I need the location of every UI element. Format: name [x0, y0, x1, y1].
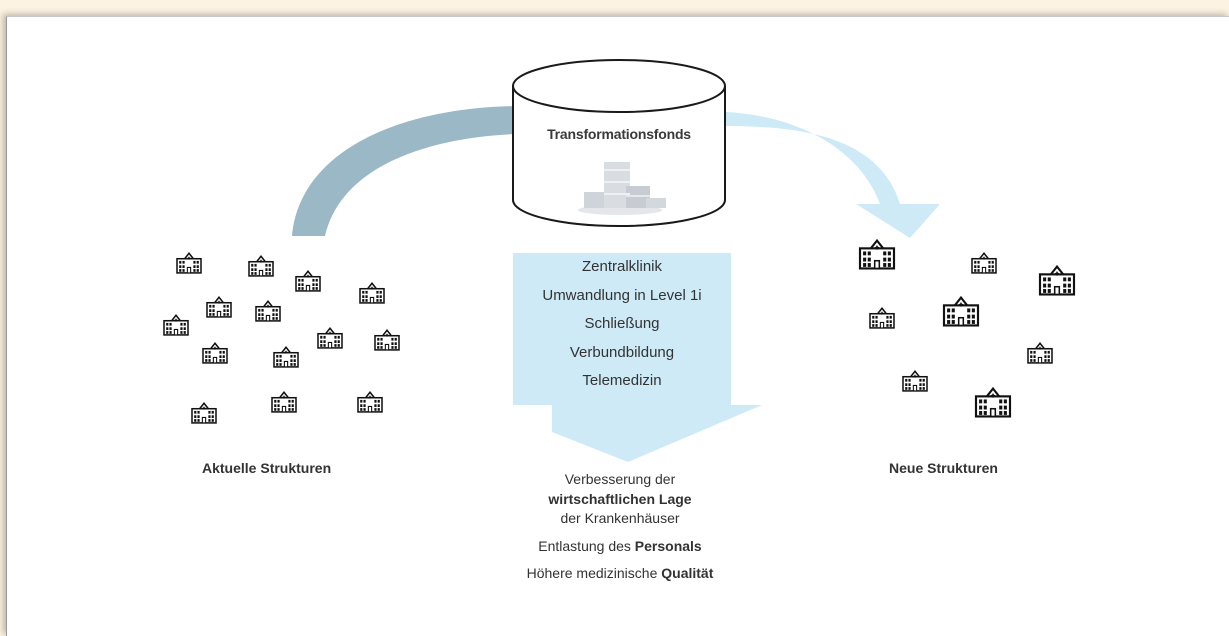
measure-item: Zentralklinik [581, 258, 663, 275]
outcome-quality-prefix: Höhere medizinische [526, 565, 662, 581]
hospital-building-icon [374, 329, 400, 351]
outcome-line: Verbesserung der [564, 471, 676, 487]
hospital-building-icon [202, 342, 228, 364]
down-arrow [513, 253, 762, 462]
measure-item: Telemedizin [582, 372, 662, 389]
hospital-building-icon [163, 314, 189, 336]
measure-item: Schließung [584, 315, 660, 332]
hospital-building-icon [295, 270, 321, 292]
outcome-staff: Entlastung des Personals [470, 537, 770, 557]
hospital-building-icon [1027, 342, 1053, 364]
hospital-building-icon [273, 346, 299, 368]
current-structures-buildings [163, 252, 400, 424]
fund-cylinder [512, 59, 726, 227]
left-arc-arrow [292, 106, 516, 236]
hospital-building-icon [359, 282, 385, 304]
hospital-building-icon [942, 296, 980, 327]
hospital-building-icon [191, 402, 217, 424]
outcome-quality: Höhere medizinische Qualität [470, 564, 770, 584]
hospital-building-icon [971, 252, 997, 274]
right-arc-arrow [726, 112, 940, 238]
hospital-building-icon [357, 391, 383, 413]
hospital-building-icon [271, 391, 297, 413]
hospital-building-icon [176, 252, 202, 274]
hospital-building-icon [902, 370, 928, 392]
measure-item: Umwandlung in Level 1i [542, 286, 702, 304]
measure-item: Verbundbildung [569, 343, 675, 361]
hospital-building-icon [248, 255, 274, 277]
outcome-staff-bold: Personals [634, 537, 702, 554]
hospital-building-icon [974, 387, 1012, 418]
measures-list: Zentralklinik Umwandlung in Level 1i Sch… [513, 253, 731, 396]
new-structures-label: Neue Strukturen [889, 460, 998, 476]
current-structures-label: Aktuelle Strukturen [202, 460, 332, 476]
hospital-building-icon [317, 327, 343, 349]
hospital-building-icon [206, 296, 232, 318]
hospital-building-icon [858, 239, 896, 270]
hospital-building-icon [1038, 265, 1076, 296]
new-structures-buildings [858, 239, 1076, 418]
coin-stack-icon [578, 162, 666, 215]
hospital-building-icon [255, 300, 281, 322]
outcome-quality-bold: Qualität [661, 565, 714, 581]
outcome-staff-prefix: Entlastung des [538, 537, 635, 554]
hospital-building-icon [869, 307, 895, 329]
outcomes-text: Verbesserung der wirtschaftlichen Lage d… [470, 470, 770, 584]
outcome-line-bold: wirtschaftlichen Lage [548, 490, 692, 507]
fund-title: Transformationsfonds [547, 126, 691, 142]
outcome-line: der Krankenhäuser [560, 510, 680, 526]
